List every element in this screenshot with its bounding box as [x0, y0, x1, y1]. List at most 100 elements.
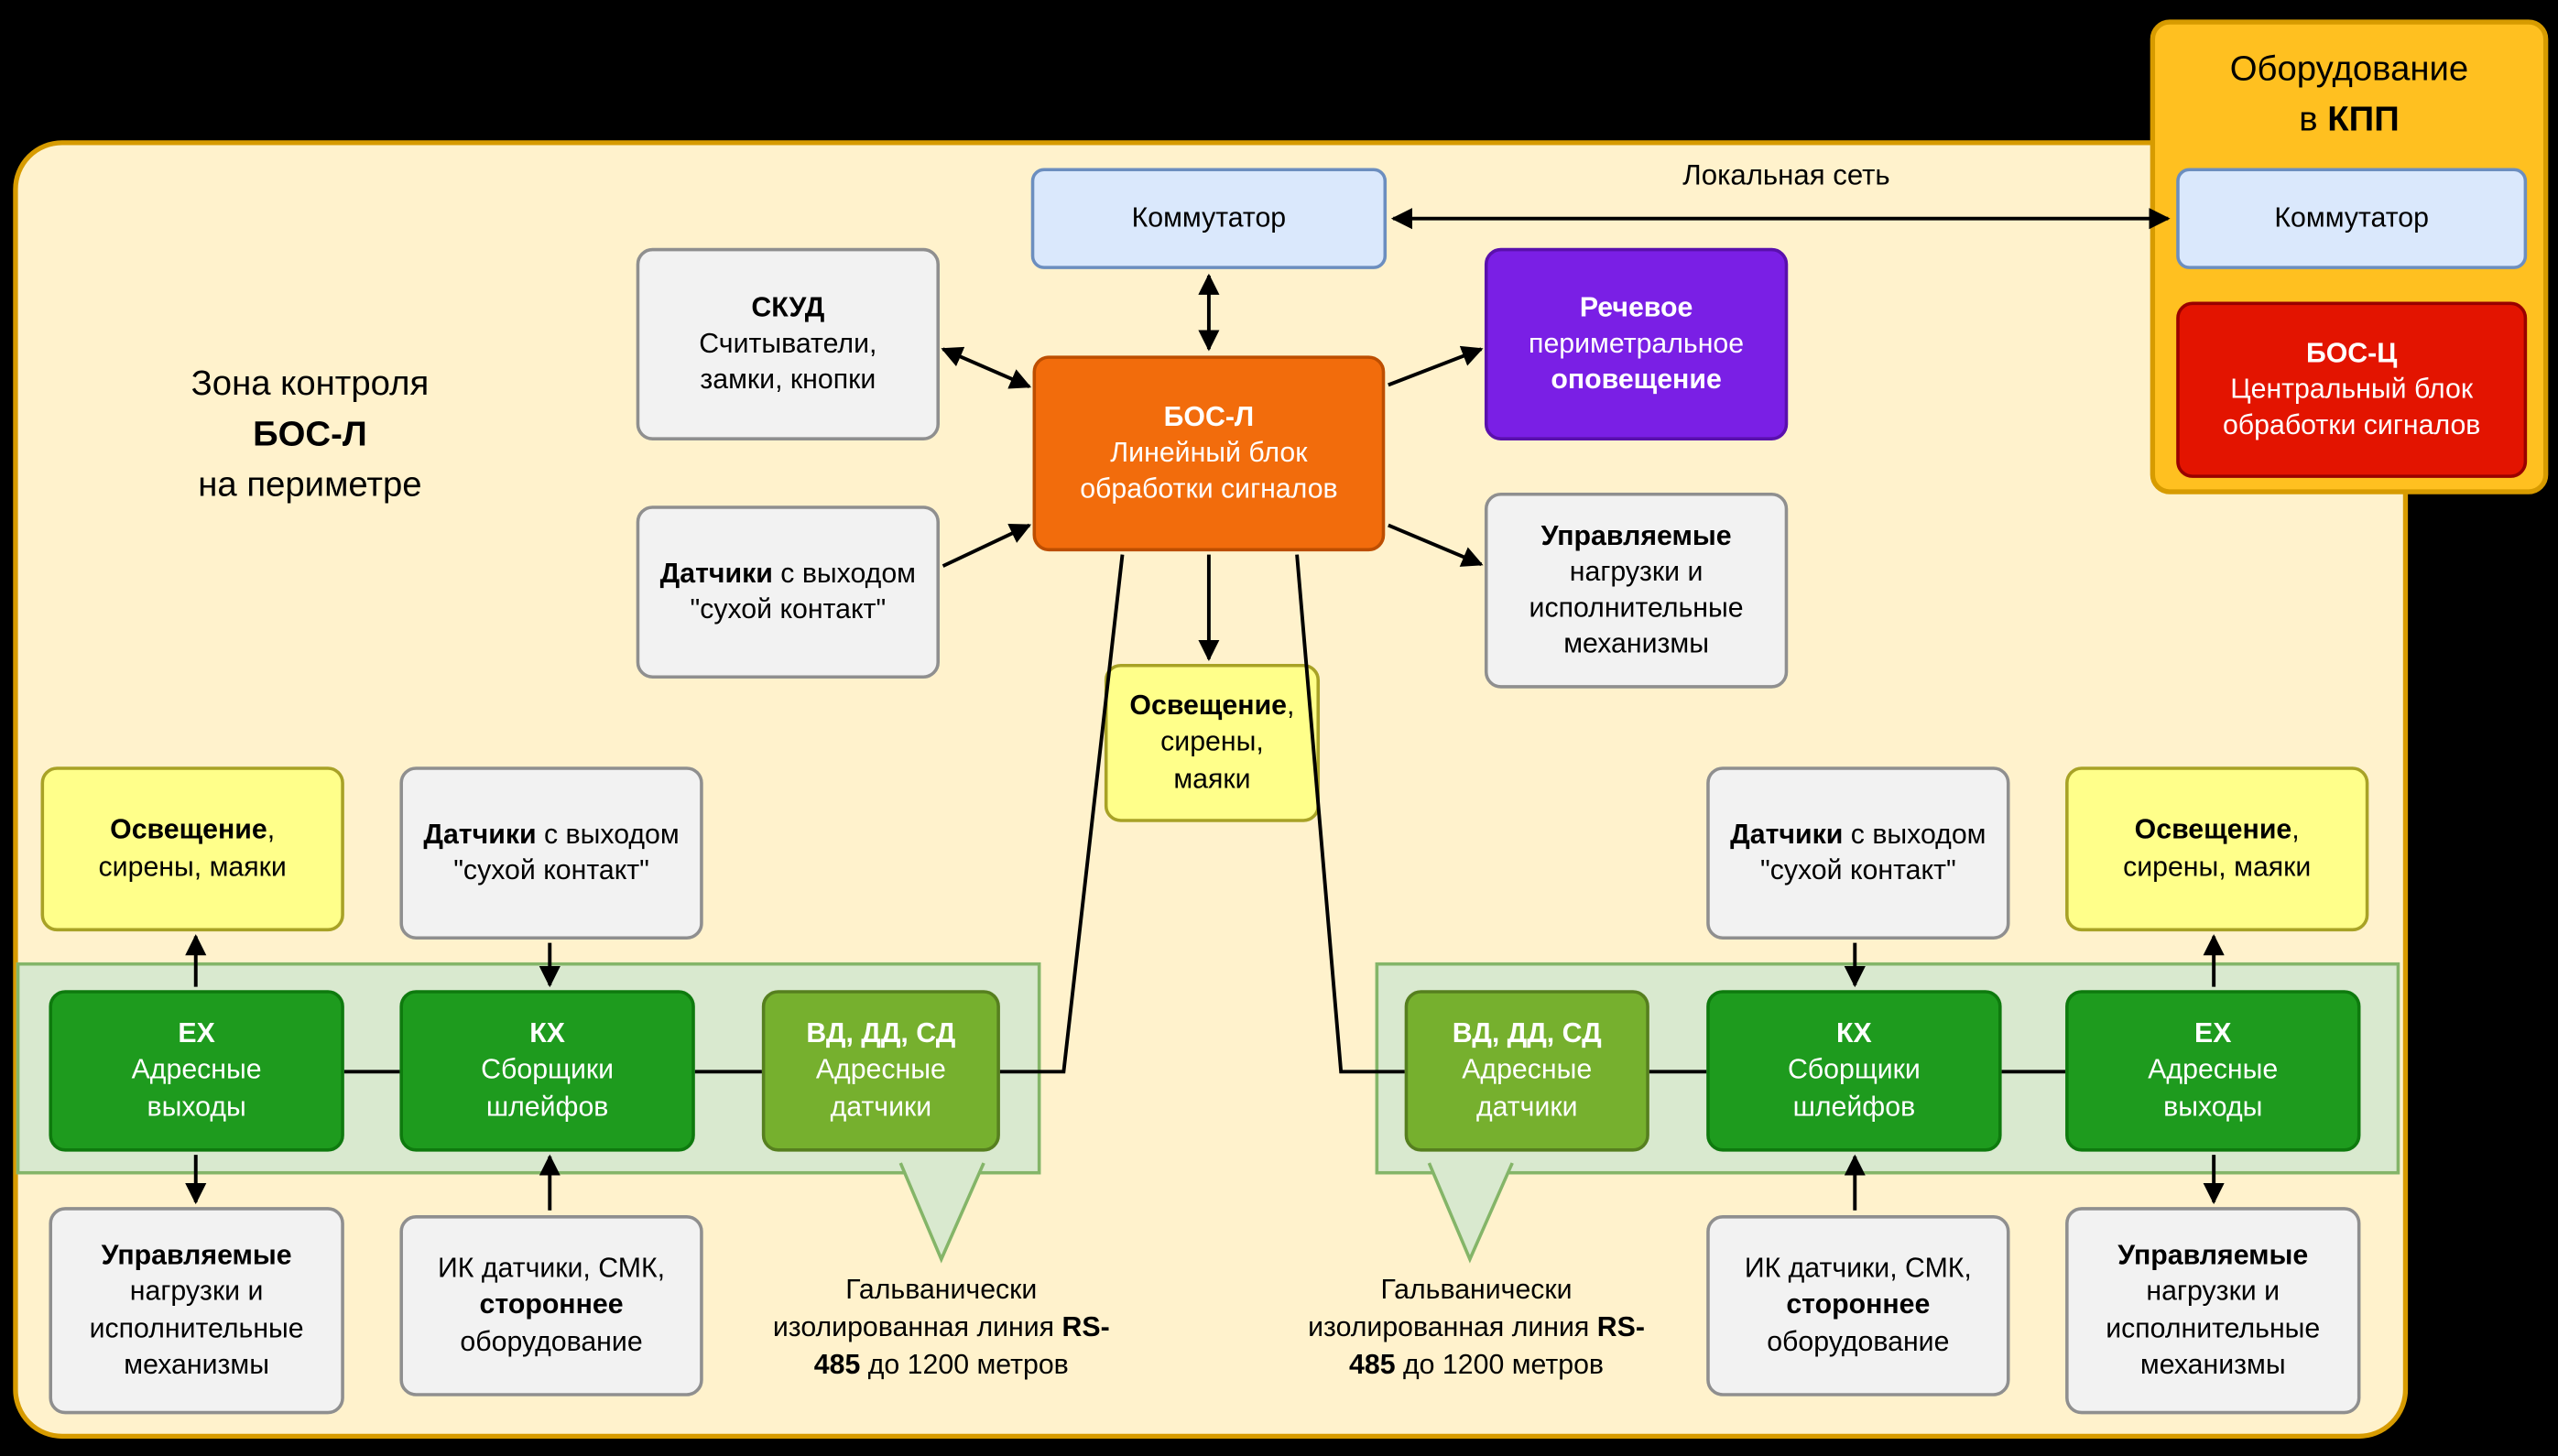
rs485-note-right: Гальванически изолированная линия RS-485…: [1305, 1272, 1648, 1385]
speech-line3: оповещение: [1551, 364, 1722, 396]
sensors-rest: с выходом "сухой контакт": [453, 819, 680, 886]
loads-bold: Управляемые: [2117, 1240, 2309, 1272]
lighting-box-center: Освещение, сирены, маяки: [1104, 663, 1321, 822]
lighting-box-left: Освещение, сирены, маяки: [40, 766, 344, 932]
kpp-title-line2: в КПП: [2155, 95, 2543, 147]
vd-box-left: ВД, ДД, СД Адресные датчики: [761, 990, 1000, 1152]
loads-bold: Управляемые: [101, 1240, 292, 1272]
ex-title: ЕХ: [2194, 1018, 2232, 1049]
skud-box: СКУД Считыватели, замки, кнопки: [636, 247, 940, 440]
lighting-rest: , сирены, маяки: [2123, 814, 2312, 882]
kx-box-right: КХ Сборщики шлейфов: [1706, 990, 2002, 1152]
speech-line2: периметральное: [1529, 327, 1745, 359]
loads-rest: нагрузки и исполнительные механизмы: [1529, 556, 1744, 659]
switch-label: Коммутатор: [2274, 201, 2429, 234]
kpp-title-line1: Оборудование: [2229, 49, 2469, 89]
ik-sensors-box-right: ИК датчики, СМК, стороннее оборудование: [1706, 1215, 2010, 1396]
lighting-label: Освещение, сирены, маяки: [57, 813, 328, 886]
lighting-bold: Освещение: [1129, 690, 1288, 722]
ex-box-left: ЕХ Адресные выходы: [49, 990, 344, 1152]
switch-box-kpp: Коммутатор: [2176, 168, 2528, 269]
ik-post: оборудование: [460, 1325, 643, 1357]
sensors-bold: Датчики: [1730, 819, 1844, 850]
skud-label: СКУД Считыватели, замки, кнопки: [653, 290, 924, 398]
bos-l-title: БОС-Л: [1163, 400, 1255, 432]
kx-title: КХ: [529, 1018, 565, 1049]
lighting-label: Освещение, сирены, маяки: [2082, 813, 2353, 886]
controlled-loads-box-center: Управляемые нагрузки и исполнительные ме…: [1484, 492, 1789, 689]
rs485-bold: RS-485: [813, 1311, 1110, 1380]
kpp-title-line2-pre: в: [2299, 99, 2328, 139]
bos-l-body: Линейный блок обработки сигналов: [1080, 437, 1338, 505]
speech-alert-label: Речевое периметральное оповещение: [1501, 290, 1772, 398]
lighting-rest: , сирены, маяки: [98, 814, 287, 882]
rs485-pre: Гальванически изолированная линия: [772, 1274, 1055, 1342]
kpp-group: Оборудование в КПП Коммутатор БОС-Ц Цент…: [2150, 19, 2549, 494]
dry-contact-sensors-box-center: Датчики с выходом "сухой контакт": [636, 505, 940, 679]
ik-sensors-label: ИК датчики, СМК, стороннее оборудование: [416, 1252, 687, 1360]
sensors-rest: с выходом "сухой контакт": [690, 558, 917, 625]
loads-bold: Управляемые: [1540, 519, 1732, 551]
zone-label-line3: на периметре: [198, 465, 422, 505]
vd-label: ВД, ДД, СД Адресные датчики: [1421, 1016, 1633, 1125]
dry-contact-sensors-label: Датчики с выходом "сухой контакт": [653, 556, 924, 628]
dry-contact-sensors-label: Датчики с выходом "сухой контакт": [1723, 817, 1994, 889]
vd-box-right: ВД, ДД, СД Адресные датчики: [1404, 990, 1649, 1152]
zone-label: Зона контроля БОС-Л на периметре: [90, 359, 530, 512]
ik-sensors-box-left: ИК датчики, СМК, стороннее оборудование: [399, 1215, 703, 1396]
bos-l-box: БОС-Л Линейный блок обработки сигналов: [1032, 355, 1386, 552]
bos-c-title: БОС-Ц: [2305, 337, 2398, 369]
vd-body: Адресные датчики: [1462, 1054, 1593, 1122]
dry-contact-sensors-box-left: Датчики с выходом "сухой контакт": [399, 766, 703, 940]
kx-body: Сборщики шлейфов: [481, 1054, 615, 1122]
vd-label: ВД, ДД, СД Адресные датчики: [778, 1016, 984, 1125]
rs485-post: до 1200 метров: [867, 1348, 1069, 1380]
lan-label: Локальная сеть: [1682, 158, 1890, 191]
lighting-rest: , сирены, маяки: [1160, 690, 1295, 794]
kpp-title-line2-bold: КПП: [2327, 99, 2400, 139]
ex-title: ЕХ: [178, 1018, 215, 1049]
lighting-box-right: Освещение, сирены, маяки: [2065, 766, 2369, 932]
speech-line1: Речевое: [1579, 291, 1693, 323]
zone-label-line1: Зона контроля: [190, 364, 430, 403]
bos-l-label: БОС-Л Линейный блок обработки сигналов: [1049, 399, 1368, 507]
kx-body: Сборщики шлейфов: [1787, 1054, 1921, 1122]
vd-title: ВД, ДД, СД: [1452, 1018, 1602, 1049]
rs485-note-left: Гальванически изолированная линия RS-485…: [770, 1272, 1113, 1385]
ex-label: ЕХ Адресные выходы: [65, 1016, 328, 1125]
kx-box-left: КХ Сборщики шлейфов: [399, 990, 695, 1152]
zone-label-line2: БОС-Л: [253, 414, 367, 454]
controlled-loads-box-left: Управляемые нагрузки и исполнительные ме…: [49, 1207, 344, 1415]
skud-title: СКУД: [751, 291, 825, 323]
ik-bold: стороннее: [1786, 1288, 1931, 1320]
skud-body: Считыватели, замки, кнопки: [699, 327, 877, 396]
kx-label: КХ Сборщики шлейфов: [416, 1016, 679, 1125]
controlled-loads-label: Управляемые нагрузки и исполнительные ме…: [1501, 518, 1772, 662]
lighting-bold: Освещение: [2134, 814, 2292, 846]
rs485-post: до 1200 метров: [1403, 1348, 1605, 1380]
controlled-loads-box-right: Управляемые нагрузки и исполнительные ме…: [2065, 1207, 2361, 1415]
controlled-loads-label: Управляемые нагрузки и исполнительные ме…: [65, 1239, 328, 1383]
speech-alert-box: Речевое периметральное оповещение: [1484, 247, 1789, 440]
ik-post: оборудование: [1767, 1325, 1950, 1357]
bos-c-label: БОС-Ц Центральный блок обработки сигнало…: [2193, 336, 2510, 444]
rs485-pre: Гальванически изолированная линия: [1308, 1274, 1590, 1342]
vd-body: Адресные датчики: [815, 1054, 946, 1122]
kpp-title: Оборудование в КПП: [2155, 44, 2543, 146]
dry-contact-sensors-label: Датчики с выходом "сухой контакт": [416, 817, 687, 889]
controlled-loads-label: Управляемые нагрузки и исполнительные ме…: [2082, 1239, 2345, 1383]
lighting-bold: Освещение: [110, 814, 267, 846]
sensors-bold: Датчики: [423, 819, 537, 850]
switch-box-perimeter: Коммутатор: [1030, 168, 1388, 269]
vd-title: ВД, ДД, СД: [806, 1018, 956, 1049]
bos-c-body: Центральный блок обработки сигналов: [2222, 373, 2481, 441]
ex-body: Адресные выходы: [2148, 1054, 2279, 1122]
ik-sensors-label: ИК датчики, СМК, стороннее оборудование: [1723, 1252, 1994, 1360]
ik-pre: ИК датчики, СМК,: [1744, 1253, 1972, 1285]
ex-label: ЕХ Адресные выходы: [2082, 1016, 2345, 1125]
switch-label: Коммутатор: [1131, 201, 1287, 234]
loads-rest: нагрузки и исполнительные механизмы: [89, 1276, 304, 1380]
kx-label: КХ Сборщики шлейфов: [1723, 1016, 1986, 1125]
